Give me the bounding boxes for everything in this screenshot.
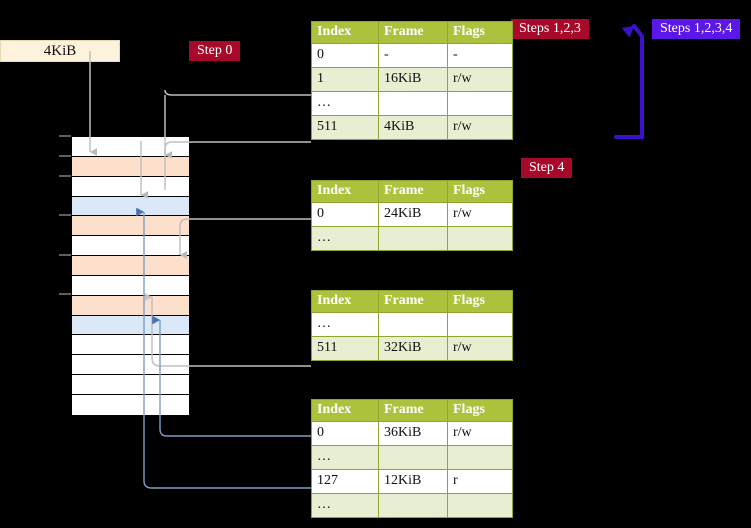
grid-left-ticks: [59, 135, 71, 295]
column-header-index: Index: [311, 180, 379, 203]
table-row: …: [311, 91, 513, 116]
connector-l4-entry: [164, 89, 311, 96]
memory-frame-row: [72, 295, 189, 316]
cell-flags: [447, 226, 513, 251]
cell-index: …: [311, 226, 379, 251]
memory-frame-row: [72, 355, 189, 376]
cell-flags: r/w: [447, 67, 513, 92]
cell-flags: -: [447, 43, 513, 68]
cell-index: 1: [311, 67, 379, 92]
cell-index: …: [311, 493, 379, 518]
cell-flags: [447, 493, 513, 518]
memory-frame-row: [72, 394, 189, 415]
cell-index: …: [311, 445, 379, 470]
table-row: 0--: [311, 43, 513, 68]
memory-frame-row: [72, 137, 189, 157]
memory-frame-row: [72, 216, 189, 237]
column-header-flags: Flags: [447, 290, 513, 313]
table-row: …: [311, 226, 513, 251]
cell-frame: [378, 312, 448, 337]
table-row: …: [311, 312, 513, 337]
cell-flags: r/w: [447, 202, 513, 227]
cell-frame: [378, 445, 448, 470]
badge-steps-1234: Steps 1,2,3,4: [652, 19, 741, 39]
column-header-flags: Flags: [447, 180, 513, 203]
cell-frame: [378, 91, 448, 116]
cell-frame: [378, 493, 448, 518]
cell-index: 511: [311, 336, 379, 361]
table-row: …: [311, 445, 513, 470]
column-header-index: Index: [311, 290, 379, 313]
badge-step-4: Step 4: [521, 158, 573, 178]
cell-flags: r/w: [447, 115, 513, 140]
badge-step-0: Step 0: [189, 41, 241, 61]
steps-flow-arrow: [621, 24, 644, 139]
cell-index: 127: [311, 469, 379, 494]
cell-flags: r/w: [447, 336, 513, 361]
memory-frame-row: [72, 176, 189, 197]
cell-index: 511: [311, 115, 379, 140]
memory-frame-row: [72, 375, 189, 395]
cell-frame: 4KiB: [378, 115, 448, 140]
column-header-index: Index: [311, 399, 379, 422]
badge-steps-123: Steps 1,2,3: [511, 19, 589, 39]
connector-l3-0-to-memory: [179, 218, 311, 259]
memory-frame-row: [72, 236, 189, 257]
column-header-frame: Frame: [378, 290, 448, 313]
memory-frame-row: [72, 196, 189, 217]
column-header-frame: Frame: [378, 399, 448, 422]
cell-flags: [447, 91, 513, 116]
cell-frame: 24KiB: [378, 202, 448, 227]
cell-flags: [447, 312, 513, 337]
cell-frame: 12KiB: [378, 469, 448, 494]
cell-flags: r: [447, 469, 513, 494]
cell-frame: 36KiB: [378, 421, 448, 446]
memory-frame-row: [72, 335, 189, 356]
cell-frame: [378, 226, 448, 251]
cell-flags: [447, 445, 513, 470]
memory-frame-row: [72, 275, 189, 296]
column-header-flags: Flags: [447, 399, 513, 422]
column-header-frame: Frame: [378, 21, 448, 44]
cell-frame: -: [378, 43, 448, 68]
column-header-frame: Frame: [378, 180, 448, 203]
cell-index: 0: [311, 421, 379, 446]
cell-index: …: [311, 312, 379, 337]
cell-flags: r/w: [447, 421, 513, 446]
column-header-flags: Flags: [447, 21, 513, 44]
memory-frame-row: [72, 156, 189, 177]
memory-frame-row: [72, 256, 189, 276]
cell-index: 0: [311, 43, 379, 68]
column-header-index: Index: [311, 21, 379, 44]
memory-frame-row: [72, 315, 189, 336]
cell-frame: 16KiB: [378, 67, 448, 92]
size-label-4kib: 4KiB: [0, 40, 120, 62]
cell-index: …: [311, 91, 379, 116]
cell-frame: 32KiB: [378, 336, 448, 361]
table-row: …: [311, 493, 513, 518]
cell-index: 0: [311, 202, 379, 227]
physical-memory-grid: [71, 136, 190, 415]
